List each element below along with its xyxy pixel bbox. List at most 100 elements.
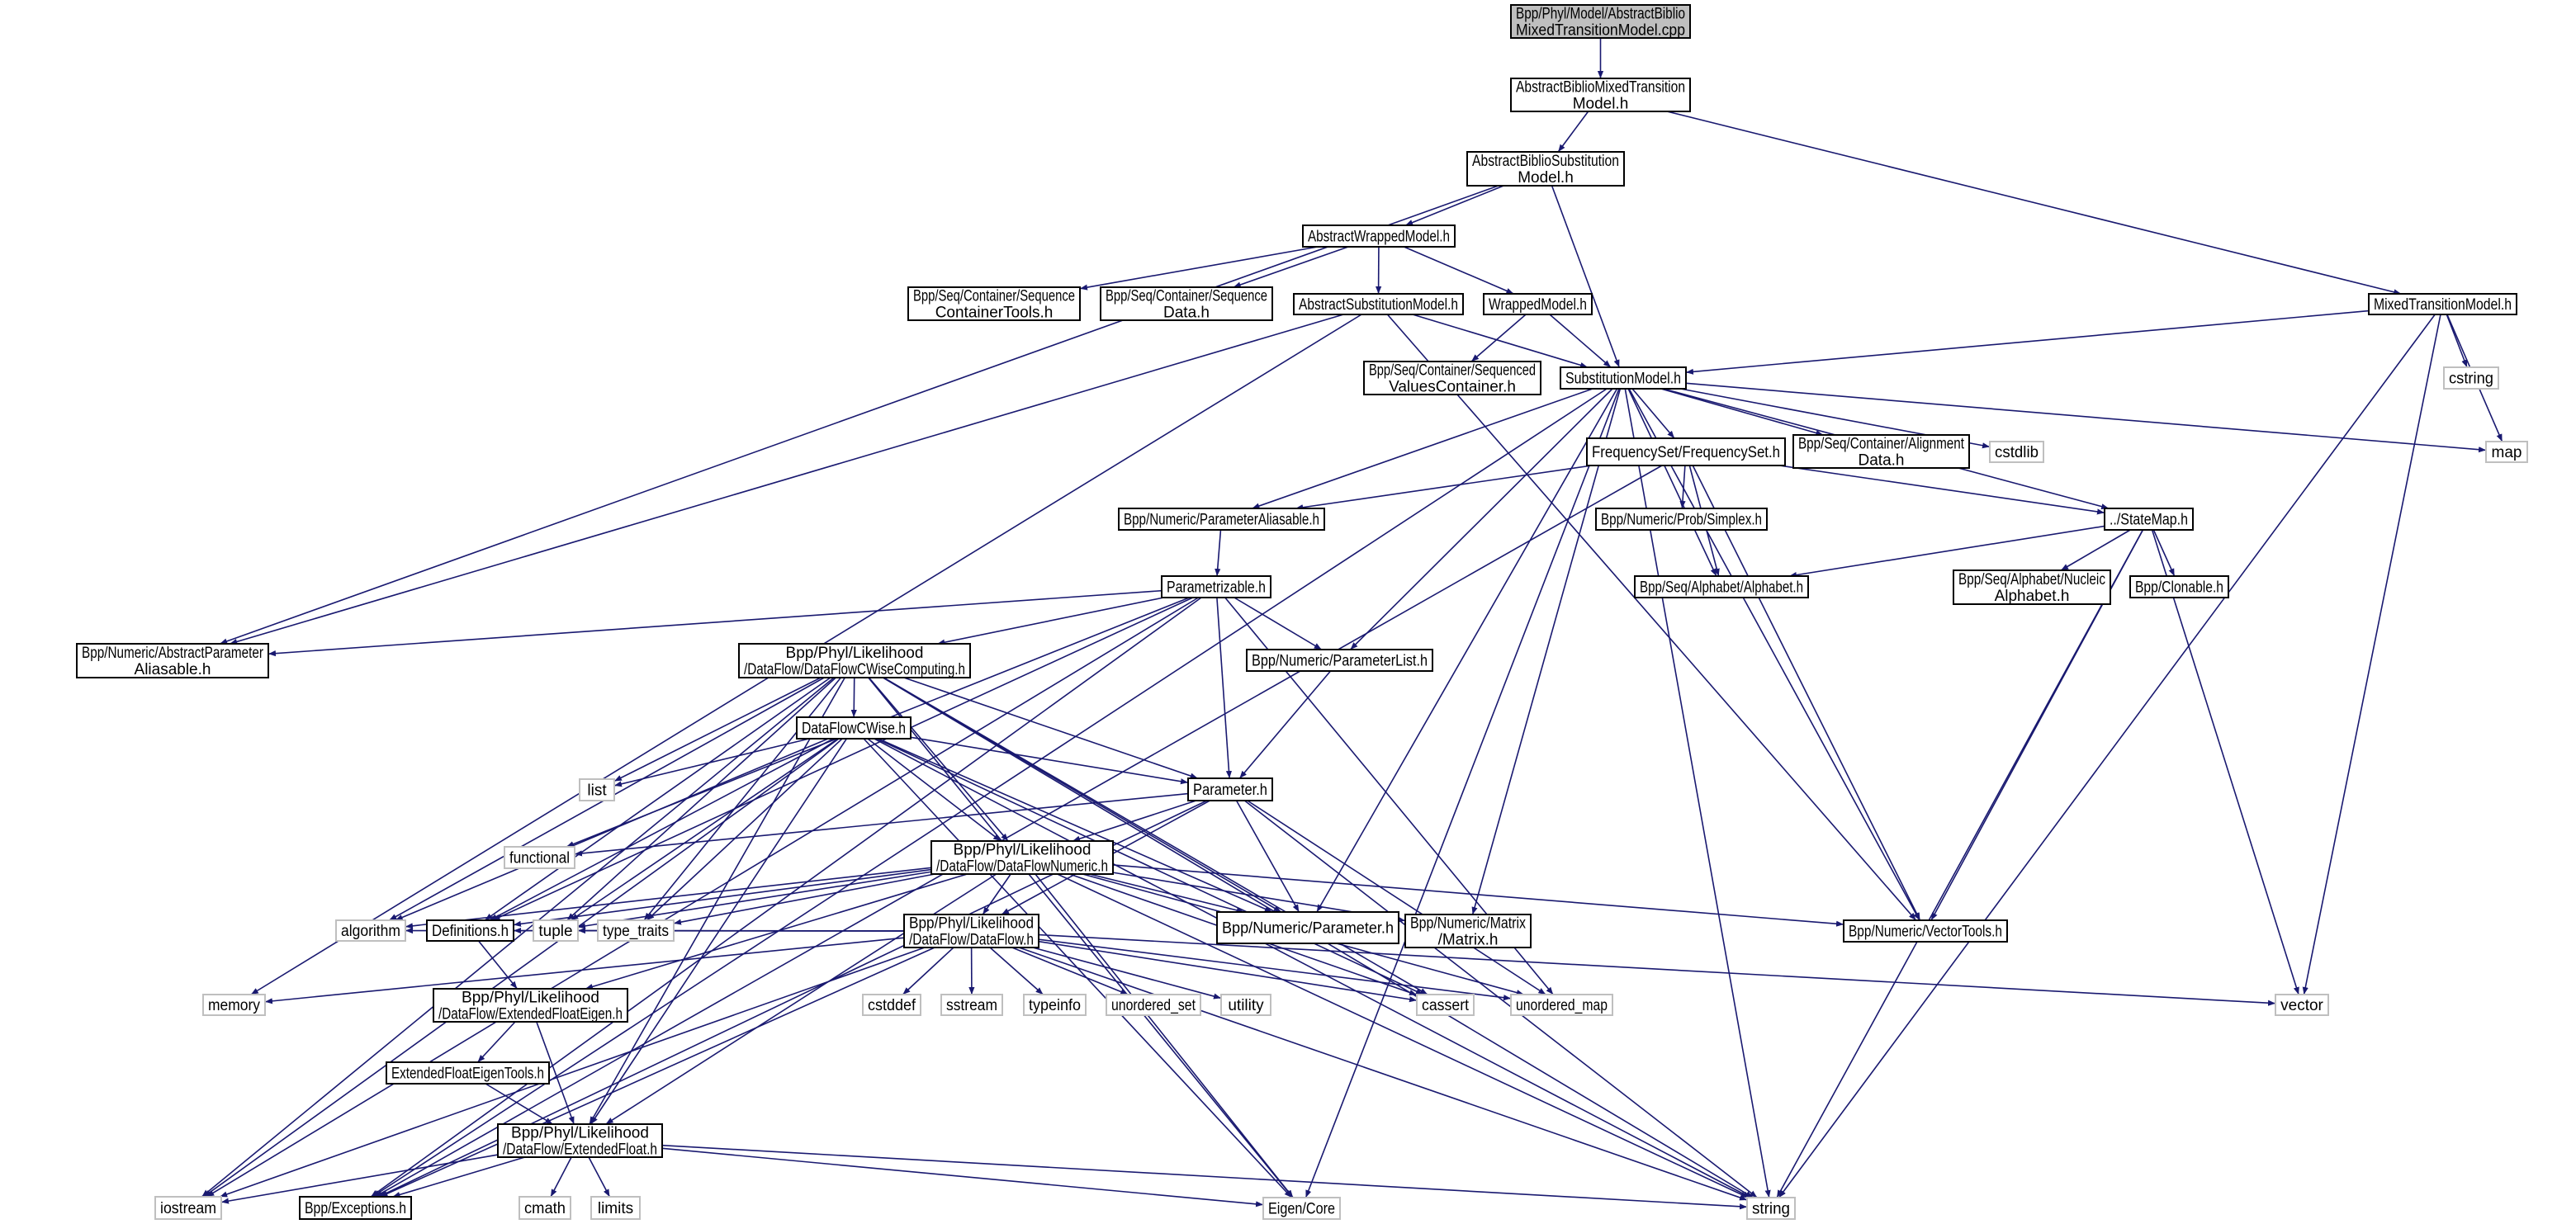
edge-parametrizable-h-to-parameter-h (1216, 597, 1233, 779)
node-label: Bpp/Numeric/Parameter.h (1222, 920, 1394, 938)
node-box-definitions-h[interactable] (426, 919, 514, 942)
node-box-bpp-phyl-likelihood-dataflow-dataflow-h[interactable] (903, 914, 1039, 948)
edge-dataflowcwise-h-to-bpp-numeric-parameter-h (878, 738, 1273, 913)
node-label: DataFlowCWise.h (802, 721, 906, 738)
node-bpp-numeric-vectortools-h[interactable]: Bpp/Numeric/VectorTools.h (1849, 924, 2002, 941)
node-box-bpp-clonable-h[interactable] (2129, 575, 2229, 598)
node-box-bpp-phyl-likelihood-dataflow-dataflownumeric-h[interactable] (930, 840, 1114, 875)
node-dataflowcwise-h[interactable]: DataFlowCWise.h (802, 721, 906, 738)
node-algorithm: algorithm (341, 923, 400, 940)
edge-bpp-phyl-likelihood-dataflow-dataflow-h-to-string (1018, 947, 1748, 1201)
node-definitions-h[interactable]: Definitions.h (432, 923, 509, 940)
node-extendedfloateigentools-h[interactable]: ExtendedFloatEigenTools.h (391, 1066, 544, 1083)
edge-statemap-h-to-string (1776, 529, 2144, 1198)
node-bpp-numeric-parameter-h[interactable]: Bpp/Numeric/Parameter.h (1222, 920, 1394, 938)
node-box-bpp-numeric-matrix-matrix-h[interactable] (1404, 914, 1532, 948)
node-wrappedmodel-h[interactable]: WrappedModel.h (1489, 296, 1587, 314)
node-bpp-numeric-matrix-matrix-h[interactable]: Bpp/Numeric/Matrix/Matrix.h (1410, 915, 1526, 949)
node-box-substitutionmodel-h[interactable] (1560, 366, 1687, 390)
node-box-abstractwrappedmodel-h[interactable] (1302, 224, 1456, 248)
node-label: memory (208, 997, 260, 1014)
edge-dataflowcwise-h-to-bpp-phyl-likelihood-dataflow-dataflownumeric-h (867, 738, 1002, 842)
node-box-parametrizable-h[interactable] (1161, 575, 1271, 598)
node-label: sstream (946, 997, 997, 1014)
node-bpp-numeric-parameteraliasable-h[interactable]: Bpp/Numeric/ParameterAliasable.h (1124, 512, 1319, 529)
node-box-bpp-seq-container-sequencedvaluescontainer-h[interactable] (1363, 361, 1541, 395)
node-box-mixedtransitionmodel-h[interactable] (2368, 293, 2517, 315)
node-box-vector (2275, 994, 2329, 1016)
edge-dataflowcwise-h-to-iostream (203, 738, 840, 1198)
edge-bpp-phyl-likelihood-dataflow-dataflow-h-to-iostream (219, 947, 926, 1198)
node-box-tuple (533, 919, 579, 942)
node-box-statemap-h[interactable] (2104, 508, 2194, 531)
edge-substitutionmodel-h-to-bpp-numeric-vectortools-h (1628, 388, 1920, 921)
node-label: Model.h (1518, 169, 1574, 187)
edge-statemap-h-to-bpp-clonable-h (2152, 529, 2176, 577)
node-box-frequencyset-frequencyset-h[interactable] (1586, 437, 1786, 466)
node-box-wrappedmodel-h[interactable] (1483, 293, 1593, 315)
node-box-extendedfloateigentools-h[interactable] (386, 1061, 550, 1085)
edge-abstractwrappedmodel-h-to-wrappedmodel-h (1404, 246, 1514, 295)
node-bpp-phyl-likelihood-dataflow-extendedfloateigen-h[interactable]: Bpp/Phyl/Likelihood/DataFlow/ExtendedFlo… (438, 990, 623, 1023)
node-bpp-numeric-prob-simplex-h[interactable]: Bpp/Numeric/Prob/Simplex.h (1601, 512, 1762, 529)
node-label: limits (598, 1200, 633, 1217)
node-bpp-clonable-h[interactable]: Bpp/Clonable.h (2135, 579, 2223, 597)
node-bpp-seq-container-sequencedvaluescontainer-h[interactable]: Bpp/Seq/Container/SequencedValuesContain… (1369, 362, 1536, 396)
node-substitutionmodel-h[interactable]: SubstitutionModel.h (1565, 371, 1681, 388)
edge-bpp-phyl-likelihood-dataflow-dataflow-h-to-unordered-map (1038, 938, 1512, 1001)
node-box-abstractsubstitutionmodel-h[interactable] (1293, 293, 1464, 315)
node-bpp-phyl-likelihood-dataflow-extendedfloat-h[interactable]: Bpp/Phyl/Likelihood/DataFlow/ExtendedFlo… (503, 1125, 657, 1159)
node-bpp-numeric-parameterlist-h[interactable]: Bpp/Numeric/ParameterList.h (1252, 653, 1428, 670)
node-box-parameter-h[interactable] (1187, 777, 1273, 801)
node-abstractwrappedmodel-h[interactable]: AbstractWrappedModel.h (1308, 229, 1450, 246)
node-statemap-h[interactable]: ../StateMap.h (2110, 512, 2188, 529)
node-box-bpp-numeric-parameter-h[interactable] (1216, 911, 1399, 944)
node-box-bpp-exceptions-h[interactable] (299, 1196, 412, 1220)
node-mixedtransitionmodel-h[interactable]: MixedTransitionModel.h (2374, 296, 2512, 314)
node-box-dataflowcwise-h[interactable] (796, 716, 912, 740)
node-box-bpp-phyl-likelihood-dataflow-extendedfloateigen-h[interactable] (433, 988, 628, 1023)
node-box-abstractbibliomixedtransitionmodel-h[interactable] (1510, 78, 1691, 112)
node-box-bpp-numeric-parameterlist-h[interactable] (1246, 649, 1433, 672)
node-box-bpp-numeric-vectortools-h[interactable] (1843, 919, 2008, 943)
node-bpp-phyl-likelihood-dataflow-dataflow-h[interactable]: Bpp/Phyl/Likelihood/DataFlow/DataFlow.h (909, 915, 1034, 949)
node-bpp-seq-alphabet-alphabet-h[interactable]: Bpp/Seq/Alphabet/Alphabet.h (1640, 579, 1803, 597)
node-bpp-phyl-model-abstractbibliomixedtransitionmodel-cpp[interactable]: Bpp/Phyl/Model/AbstractBiblioMixedTransi… (1516, 6, 1685, 40)
node-box-abstractbibliosubstitutionmodel-h[interactable] (1466, 151, 1625, 187)
node-parameter-h[interactable]: Parameter.h (1193, 782, 1267, 799)
node-box-bpp-numeric-prob-simplex-h[interactable] (1595, 508, 1768, 531)
node-box-bpp-numeric-abstractparameteraliasable-h[interactable] (76, 643, 269, 678)
node-box-bpp-numeric-parameteraliasable-h[interactable] (1118, 508, 1325, 531)
node-label: Bpp/Phyl/Likelihood (786, 645, 924, 662)
node-bpp-seq-container-sequencecontainertools-h[interactable]: Bpp/Seq/Container/SequenceContainerTools… (913, 288, 1075, 322)
node-box-bpp-phyl-likelihood-dataflow-extendedfloat-h[interactable] (497, 1123, 663, 1158)
node-box-bpp-phyl-model-abstractbibliomixedtransitionmodel-cpp[interactable] (1510, 4, 1691, 39)
edge-bpp-phyl-likelihood-dataflow-extendedfloateigen-h-to-extendedfloateigentools-h (476, 1021, 516, 1063)
node-label: AbstractWrappedModel.h (1308, 229, 1450, 246)
node-label: cassert (1422, 997, 1470, 1014)
node-parametrizable-h[interactable]: Parametrizable.h (1167, 579, 1266, 597)
node-box-bpp-seq-container-alignmentdata-h[interactable] (1792, 434, 1970, 469)
node-cstdlib: cstdlib (1995, 444, 2039, 461)
node-bpp-exceptions-h[interactable]: Bpp/Exceptions.h (305, 1200, 406, 1217)
node-frequencyset-frequencyset-h[interactable]: FrequencySet/FrequencySet.h (1592, 444, 1780, 461)
node-label: map (2492, 444, 2522, 461)
edge-abstractwrappedmodel-h-to-bpp-seq-container-sequencedata-h (1233, 246, 1349, 288)
node-box-bpp-seq-container-sequencedata-h[interactable] (1100, 286, 1273, 321)
node-bpp-phyl-likelihood-dataflow-dataflownumeric-h[interactable]: Bpp/Phyl/Likelihood/DataFlow/DataFlowNum… (936, 842, 1108, 876)
node-bpp-phyl-likelihood-dataflow-dataflowcwisecomputing-h[interactable]: Bpp/Phyl/Likelihood/DataFlow/DataFlowCWi… (744, 645, 965, 678)
node-box-bpp-seq-alphabet-nucleicalphabet-h[interactable] (1953, 569, 2111, 605)
edge-bpp-phyl-likelihood-dataflow-dataflowcwisecomputing-h-to-dataflowcwise-h (850, 677, 857, 718)
node-abstractsubstitutionmodel-h[interactable]: AbstractSubstitutionModel.h (1299, 296, 1458, 314)
node-box-bpp-phyl-likelihood-dataflow-dataflowcwisecomputing-h[interactable] (738, 643, 971, 678)
node-box-bpp-seq-container-sequencecontainertools-h[interactable] (907, 286, 1081, 321)
edge-dataflowcwise-h-to-list (613, 738, 810, 787)
node-cmath: cmath (524, 1200, 566, 1217)
node-box-bpp-seq-alphabet-alphabet-h[interactable] (1634, 575, 1809, 598)
